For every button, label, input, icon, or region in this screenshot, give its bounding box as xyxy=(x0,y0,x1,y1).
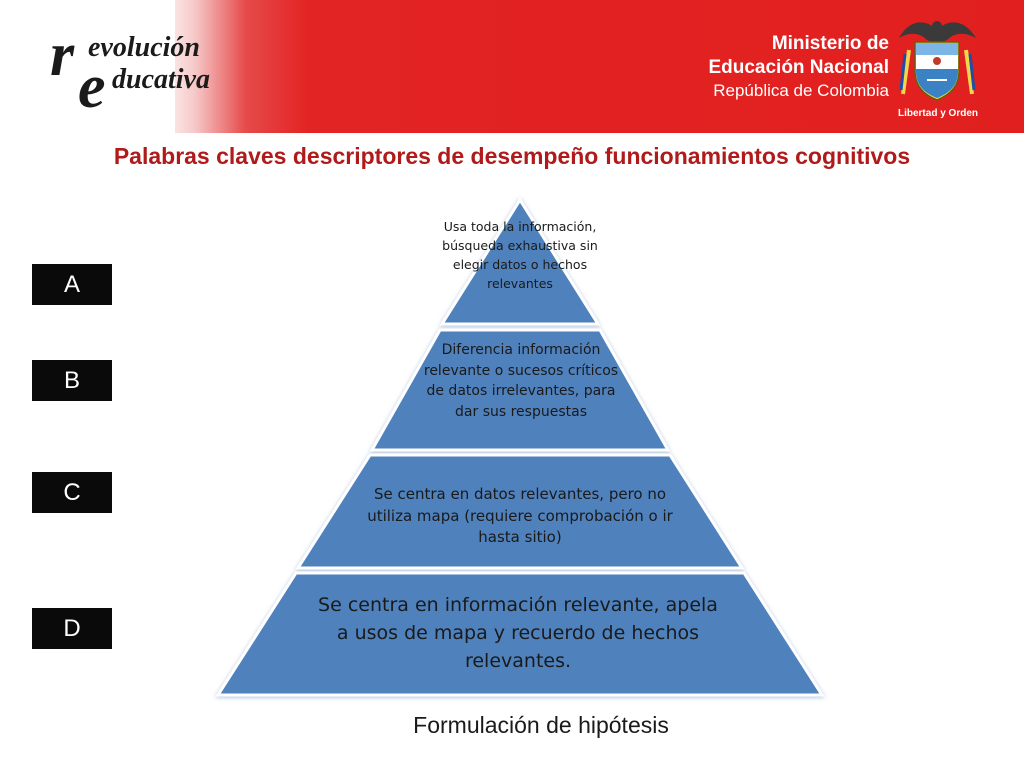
ministry-name: Ministerio de Educación Nacional Repúbli… xyxy=(708,32,889,102)
logo-text-line2: ducativa xyxy=(112,64,210,95)
ministry-line3: República de Colombia xyxy=(713,81,889,100)
pyramid-tier-d xyxy=(215,571,825,697)
logo-letter-r: r xyxy=(50,21,75,89)
ministry-line1: Ministerio de xyxy=(771,33,889,54)
pyramid-tier-b-text: Diferencia información relevante o suces… xyxy=(423,342,619,420)
pyramid-tier-c-text: Se centra en datos relevantes, pero no u… xyxy=(367,485,673,546)
pyramid-tier-a xyxy=(439,197,601,326)
level-label-d: D xyxy=(32,608,112,649)
page-title: Palabras claves descriptores de desempeñ… xyxy=(113,143,911,169)
logo-text-line1: evolución xyxy=(88,32,200,63)
level-label-b: B xyxy=(32,360,112,401)
ministry-line2: Educación Nacional xyxy=(708,57,889,78)
colombia-crest-icon xyxy=(899,21,976,101)
pyramid-caption: Formulación de hipótesis xyxy=(413,712,669,738)
level-label-c: C xyxy=(32,472,112,513)
pyramid-tier-b xyxy=(369,328,671,452)
crest-caption: Libertad y Orden xyxy=(897,108,978,119)
header-banner-white xyxy=(0,0,175,133)
pyramid-tier-d-text: Se centra en información relevante, apel… xyxy=(318,594,718,672)
pyramid-tier-c xyxy=(295,453,745,570)
revolucion-educativa-logo: r evolución e ducativa xyxy=(50,21,265,118)
level-label-a: A xyxy=(32,264,112,305)
pyramid-tier-a-text: Usa toda la información, búsqueda exhaus… xyxy=(442,219,598,291)
logo-letter-e: e xyxy=(78,53,106,121)
